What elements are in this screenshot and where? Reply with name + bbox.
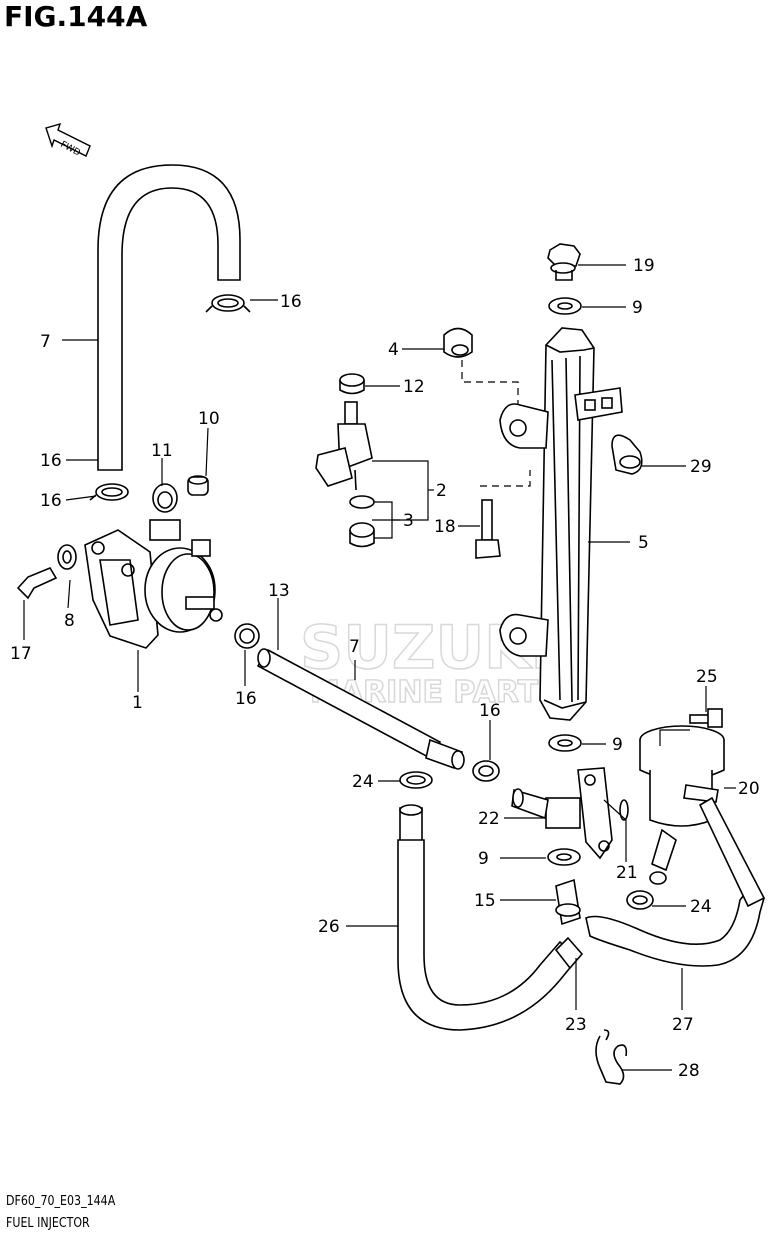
hose-25 (397, 804, 584, 1031)
hose-7 (256, 648, 465, 770)
callout-14: 16 (40, 451, 62, 471)
pressure-regulator-20 (639, 725, 725, 885)
callout-12: 12 (403, 377, 425, 397)
washer-9-mid (548, 734, 582, 752)
callout-5: 5 (638, 533, 649, 553)
callout-9-a: 9 (632, 298, 643, 318)
fuel-pump-1 (84, 519, 223, 649)
callout-16-d: 16 (479, 701, 501, 721)
callout-10: 10 (198, 409, 220, 429)
callout-17: 17 (10, 644, 32, 664)
dash-line-4 (461, 360, 519, 410)
callout-15: 15 (474, 891, 496, 911)
hose-6 (97, 164, 241, 471)
callout-28: 28 (678, 1061, 700, 1081)
bolt-18 (475, 499, 501, 559)
callout-9-b: 9 (612, 735, 623, 755)
callout-11: 11 (151, 441, 173, 461)
clip-28 (595, 1029, 628, 1085)
seal-3a (349, 495, 375, 509)
cap-4 (443, 327, 473, 358)
diagram-code: DF60_70_E03_144A (6, 1194, 116, 1209)
callout-20: 20 (738, 779, 760, 799)
callout-18: 18 (434, 517, 456, 537)
fitting-15 (555, 878, 581, 926)
o-ring-21 (619, 799, 629, 821)
callout-27: 27 (672, 1015, 694, 1035)
grommet-11 (152, 483, 178, 513)
cap-10 (187, 475, 209, 496)
callout-13: 13 (268, 581, 290, 601)
callout-24-a: 24 (352, 772, 374, 792)
bolt-19 (547, 243, 581, 281)
washer-9-low (547, 848, 581, 866)
callout-8: 8 (64, 611, 75, 631)
leader-lines (23, 264, 736, 1071)
callout-9-c: 9 (478, 849, 489, 869)
seal-3b (349, 522, 375, 548)
callout-22: 22 (478, 809, 500, 829)
clip-29 (611, 434, 643, 475)
o-ring-12 (339, 373, 365, 395)
washer-8 (57, 544, 77, 570)
callout-21: 21 (616, 863, 638, 883)
callout-16-b: 16 (280, 292, 302, 312)
callout-3: 3 (403, 511, 414, 531)
bolt-17 (16, 566, 58, 600)
callout-1: 1 (132, 693, 143, 713)
callout-6: 7 (40, 332, 51, 352)
callout-19: 19 (633, 256, 655, 276)
clamp-16-left (89, 483, 129, 501)
callout-16-a: 16 (40, 491, 62, 511)
bolt-26 (689, 708, 723, 728)
clamp-24-right (626, 890, 654, 910)
diagram-subtitle: FUEL INJECTOR (6, 1216, 90, 1231)
clamp-24-top (399, 771, 433, 789)
figure-title: FIG.144A (4, 0, 148, 33)
dash-line-18 (480, 470, 531, 487)
callout-23: 23 (565, 1015, 587, 1035)
callout-4: 4 (388, 340, 399, 360)
callouts: 7 16 16 11 10 8 17 1 16 16 13 7 4 12 2 3… (10, 256, 760, 1081)
injector-2 (315, 401, 373, 491)
callout-29: 29 (690, 457, 712, 477)
fwd-arrow-icon: FWD (45, 122, 91, 159)
callout-16-c: 16 (235, 689, 257, 709)
washer-9-top (548, 297, 582, 315)
clamp-16-top (205, 294, 251, 313)
hose-27 (585, 796, 766, 967)
clamp-16-right (472, 760, 500, 782)
clamp-16-mid (234, 623, 260, 649)
callout-25: 26 (318, 917, 340, 937)
fitting-22 (511, 767, 613, 860)
callout-2: 2 (436, 481, 447, 501)
callout-7: 7 (349, 637, 360, 657)
fuel-rail-5 (499, 327, 623, 721)
callout-24-b: 24 (690, 897, 712, 917)
callout-26: 25 (696, 667, 718, 687)
